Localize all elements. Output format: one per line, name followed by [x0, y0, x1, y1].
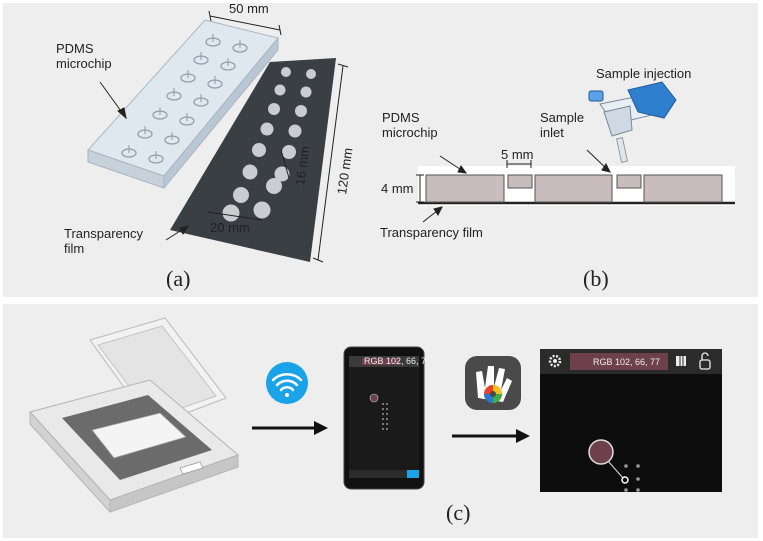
- dim-height-label: 4 mm: [381, 181, 414, 196]
- pdms-microchip-3d: [87, 19, 279, 190]
- pdms-chip-label-b-line1: PDMS: [382, 110, 420, 125]
- pointer-arrows-b: [422, 149, 611, 223]
- film-well: [266, 178, 282, 194]
- film-well: [274, 166, 290, 182]
- film-label-b: Transparency film: [380, 225, 483, 240]
- film-well: [274, 84, 286, 96]
- map-icon[interactable]: [676, 356, 686, 366]
- sample-dots: [624, 464, 640, 492]
- pdms-chip-label-b-line2: microchip: [382, 125, 438, 140]
- wifi-icon: [266, 362, 308, 404]
- film-well: [260, 122, 274, 136]
- pdms-blocks: [425, 174, 723, 203]
- film-well: [288, 124, 302, 138]
- film-well: [252, 143, 266, 157]
- film-well: [253, 201, 271, 219]
- panel-a: 50 mm 120 mm 16 mm 20 mm PDMS microchip …: [56, 1, 356, 291]
- lock-icon[interactable]: [699, 352, 711, 370]
- sample-pointer[interactable]: [621, 476, 629, 484]
- app-screenshot: RGB 102, 66, 77: [540, 349, 722, 492]
- panel-c: RGB 102, 66, 77: [29, 317, 722, 525]
- film-well: [295, 105, 307, 117]
- pdms-chip-label-line1: PDMS: [56, 41, 94, 56]
- arrow-phone-to-app: [452, 429, 530, 443]
- caption-b: (b): [583, 266, 609, 291]
- app-rgb-readout: RGB 102, 66, 77: [593, 357, 660, 367]
- pipette-hand-icon: [588, 81, 677, 163]
- film-well: [300, 86, 312, 98]
- scanner-icon: [29, 317, 239, 514]
- pdms-chip-label-line2: microchip: [56, 56, 112, 71]
- pointer-arrows-a: [99, 81, 190, 241]
- rgb-readout-box: [570, 353, 668, 370]
- film-well: [242, 164, 258, 180]
- inlet-label-line1: Sample: [540, 110, 584, 125]
- dim-spacing-label: 16 mm: [292, 145, 312, 186]
- film-well: [222, 204, 240, 222]
- loupe-leader-line: [607, 460, 624, 479]
- film-well: [268, 103, 280, 115]
- caption-a: (a): [166, 266, 190, 291]
- film-circles: [222, 67, 316, 222]
- film-well: [233, 187, 249, 203]
- inlet-label-line2: inlet: [540, 125, 564, 140]
- film-label-line2: film: [64, 241, 84, 256]
- dim-length-label: 120 mm: [334, 147, 355, 196]
- smartphone-icon: RGB 102, 66, 77: [343, 346, 431, 490]
- gear-icon[interactable]: [548, 354, 562, 368]
- film-label-line1: Transparency: [64, 226, 143, 241]
- dimension-lines-a: [207, 10, 349, 263]
- phone-rgb-readout: RGB 102, 66, 77: [364, 356, 431, 366]
- arrow-scanner-to-phone: [252, 421, 328, 435]
- film-well: [281, 67, 291, 77]
- transparency-film: [170, 58, 336, 262]
- magnifier-loupe[interactable]: [588, 439, 614, 465]
- dimension-lines-b: [416, 160, 532, 203]
- caption-c: (c): [446, 500, 470, 525]
- sample-injection-label: Sample injection: [596, 66, 691, 81]
- dim-width-label: 50 mm: [229, 1, 269, 16]
- dim-gap-label: 5 mm: [501, 147, 534, 162]
- film-well: [306, 69, 316, 79]
- film-well: [282, 145, 296, 159]
- dim-well-label: 20 mm: [210, 220, 250, 235]
- color-picker-app-icon: [465, 356, 521, 410]
- panel-b: PDMS microchip Sample inlet Sample injec…: [380, 66, 735, 291]
